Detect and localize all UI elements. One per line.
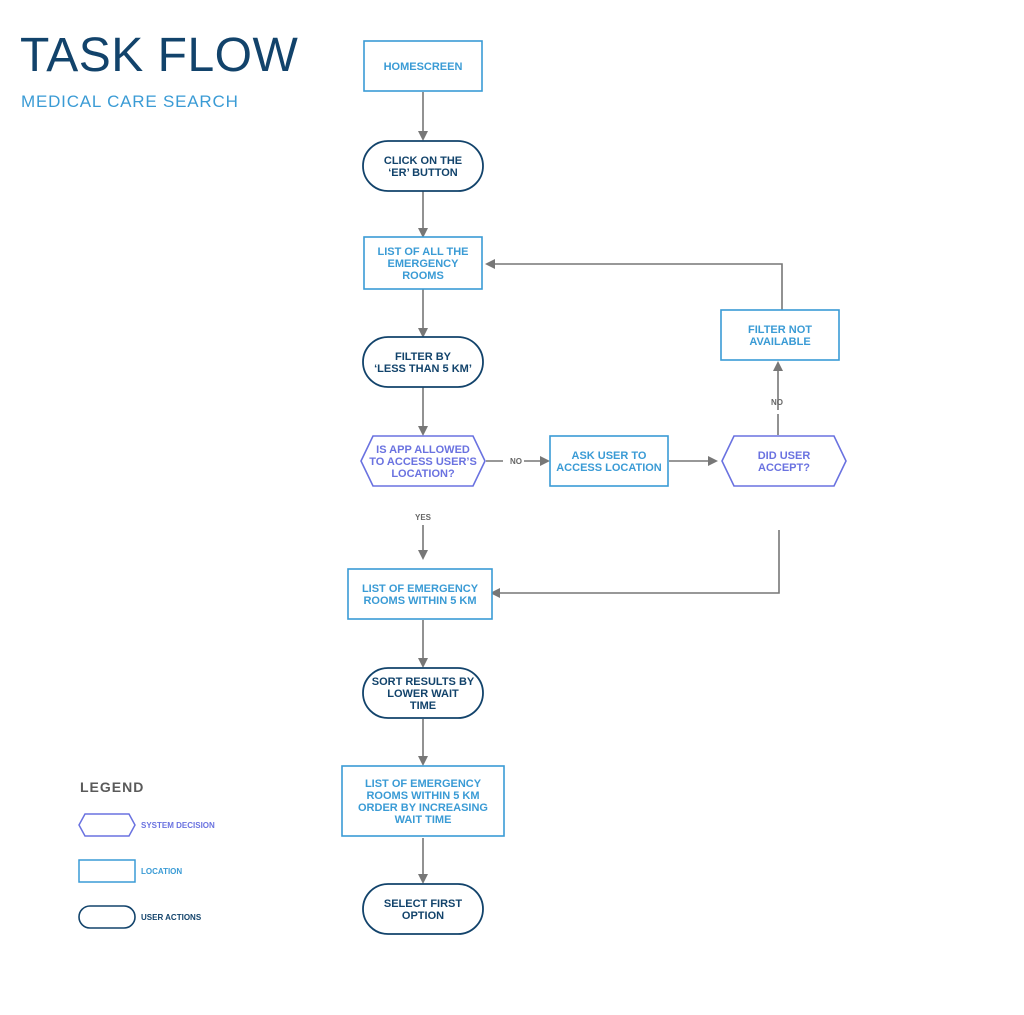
node-label-line: ‘LESS THAN 5 KM’	[374, 363, 472, 375]
node-label-line: SORT RESULTS BY	[372, 676, 475, 688]
node-label-line: ROOMS	[402, 270, 444, 282]
node-label-line: FILTER BY	[395, 351, 452, 363]
node-label-line: EMERGENCY	[388, 258, 460, 270]
legend-location-swatch	[78, 859, 136, 883]
node-label-line: TO ACCESS USER’S	[369, 456, 477, 468]
location-box	[363, 236, 483, 290]
user-action-pill	[362, 336, 484, 388]
legend-decision-swatch	[78, 813, 136, 837]
node-filter-5km: FILTER BY‘LESS THAN 5 KM’	[362, 336, 484, 388]
flow-nodes: HOMESCREEN CLICK ON THE‘ER’ BUTTON LIST OF…	[341, 40, 847, 935]
node-label-line: WAIT TIME	[395, 814, 452, 826]
legend-item-label: LOCATION	[141, 867, 182, 876]
user-action-pill	[362, 140, 484, 192]
page-subtitle: MEDICAL CARE SEARCH	[21, 92, 239, 111]
legend-title: LEGEND	[80, 779, 145, 795]
location-box	[363, 40, 483, 92]
edge-label-yes: YES	[415, 513, 432, 522]
node-label-line: ASK USER TO	[572, 450, 647, 462]
connector-labels: NO YES NO	[415, 398, 783, 522]
node-label-line: LOWER WAIT	[387, 688, 459, 700]
node-label-line: CLICK ON THE	[384, 155, 462, 167]
legend: SYSTEM DECISION LOCATION USER ACTIONS	[78, 813, 215, 929]
node-label-line: ORDER BY INCREASING	[358, 802, 488, 814]
system-decision-hexagon	[721, 435, 847, 487]
node-label-line: HOMESCREEN	[384, 61, 463, 73]
node-click-er: CLICK ON THE‘ER’ BUTTON	[362, 140, 484, 192]
node-label-line: ACCESS LOCATION	[556, 462, 662, 474]
user-action-pill	[362, 883, 484, 935]
node-label-line: ROOMS WITHIN 5 KM	[363, 595, 476, 607]
node-label-line: SELECT FIRST	[384, 898, 463, 910]
location-box	[347, 568, 493, 620]
edge-label-no-location: NO	[510, 457, 522, 466]
node-label-line: OPTION	[402, 910, 444, 922]
node-label-line: LIST OF EMERGENCY	[365, 778, 482, 790]
edge-label-no-accept: NO	[771, 398, 783, 407]
node-label-line: LIST OF EMERGENCY	[362, 583, 479, 595]
location-box	[341, 765, 505, 837]
location-box	[549, 435, 669, 487]
node-label-line: AVAILABLE	[749, 336, 810, 348]
system-decision-hexagon	[360, 435, 486, 487]
node-label-line: DID USER	[758, 450, 811, 462]
node-label-line: LIST OF ALL THE	[377, 246, 468, 258]
legend-item-label: USER ACTIONS	[141, 913, 202, 922]
edge-accept-yes-to-list	[490, 530, 780, 598]
legend-item-label: SYSTEM DECISION	[141, 821, 215, 830]
node-label-line: TIME	[410, 700, 436, 712]
legend-item-user-action: USER ACTIONS	[78, 905, 202, 929]
user-action-pill	[362, 667, 484, 719]
node-label-line: ROOMS WITHIN 5 KM	[366, 790, 479, 802]
legend-user-action-swatch	[78, 905, 136, 929]
connectors	[418, 92, 783, 884]
node-homescreen: HOMESCREEN	[363, 40, 483, 92]
location-box	[720, 309, 840, 361]
edge-filter-na-to-list	[485, 259, 783, 310]
node-label-line: LOCATION?	[391, 468, 455, 480]
legend-item-location: LOCATION	[78, 859, 182, 883]
page-title: TASK FLOW	[20, 29, 299, 82]
node-label-line: FILTER NOT	[748, 324, 812, 336]
node-label-line: ‘ER’ BUTTON	[388, 167, 458, 179]
node-label-line: IS APP ALLOWED	[376, 444, 470, 456]
legend-item-system-decision: SYSTEM DECISION	[78, 813, 215, 837]
node-label-line: ACCEPT?	[758, 462, 810, 474]
